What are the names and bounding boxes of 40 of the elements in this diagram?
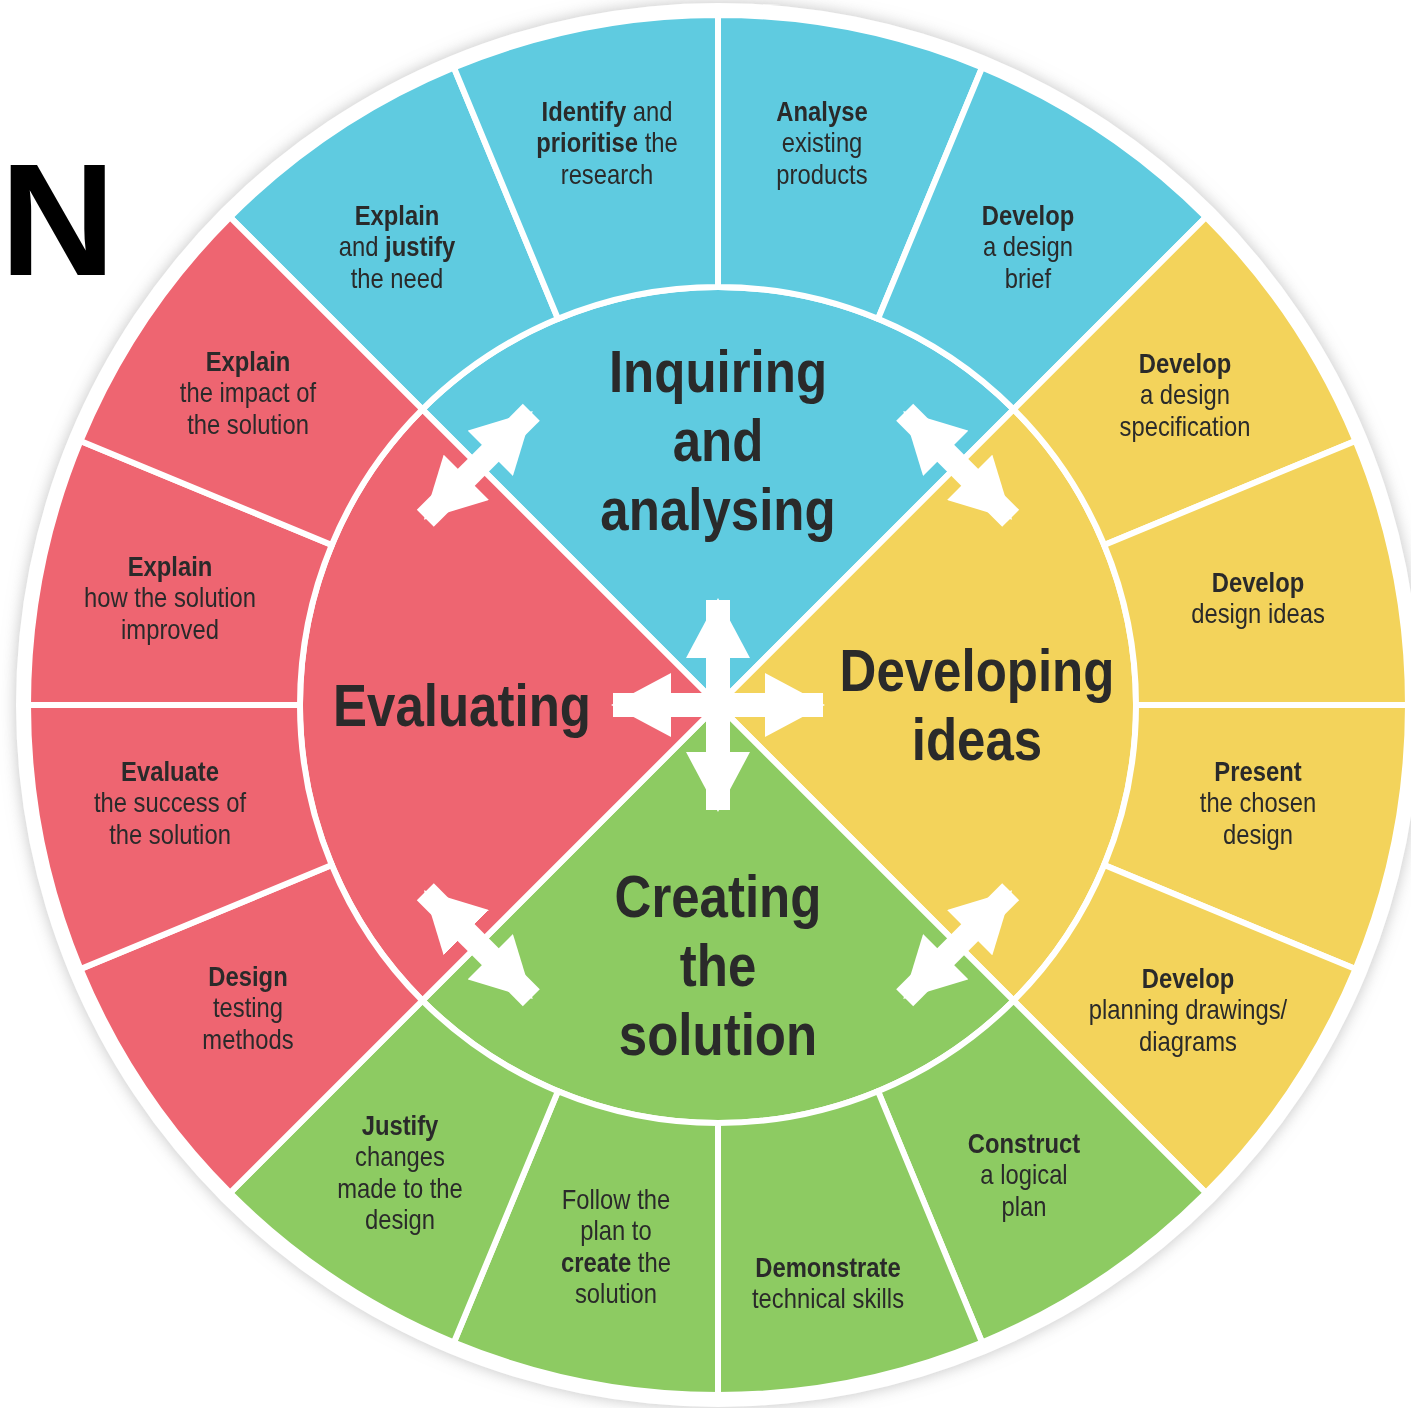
step-text: Explain and justify the need [337,199,457,295]
step-text: a design brief [982,231,1074,295]
double-arrow [416,403,540,527]
step-text: testing methods [201,992,295,1056]
double-arrow [416,883,540,1007]
step-text: technical skills [750,1283,906,1315]
step-heading: Design [207,960,289,993]
double-arrow [896,883,1020,1007]
stage-title: Creating the solution [613,861,823,1069]
step-heading: Develop [1140,962,1236,995]
double-arrow [686,598,750,812]
stage-title: Evaluating [332,670,592,740]
step-heading: Explain [204,345,292,378]
step-text: existing products [775,127,869,191]
step-text: the chosen design [1198,787,1318,851]
step-text: planning drawings/ diagrams [1087,994,1289,1058]
step-text: a logical plan [979,1159,1069,1223]
stage-title: Inquiring and analysing [599,336,837,544]
stage-title: Developing ideas [838,636,1116,774]
step-heading: Explain [126,550,214,583]
step-text: the impact of the solution [178,377,318,441]
step-heading: Analyse [775,95,869,128]
step-text: Follow the plan to create the solution [560,1184,672,1310]
step-text: a design specification [1118,379,1252,443]
step-text: Identify and prioritise the research [535,95,679,191]
step-heading: Demonstrate [754,1251,902,1283]
double-arrow [896,403,1020,527]
step-heading: Develop [1210,566,1306,598]
step-heading: Present [1213,755,1303,788]
step-text: how the solution improved [83,582,257,646]
step-text: changes made to the design [336,1141,464,1236]
step-text: design ideas [1190,598,1326,630]
step-heading: Develop [1137,347,1233,380]
heading-letter: N [0,140,116,300]
step-heading: Evaluate [120,755,220,788]
step-heading: Justify [360,1110,440,1142]
step-text: the success of the solution [92,787,248,851]
step-heading: Construct [966,1127,1082,1160]
step-heading: Develop [980,199,1076,232]
double-arrow [611,673,825,737]
